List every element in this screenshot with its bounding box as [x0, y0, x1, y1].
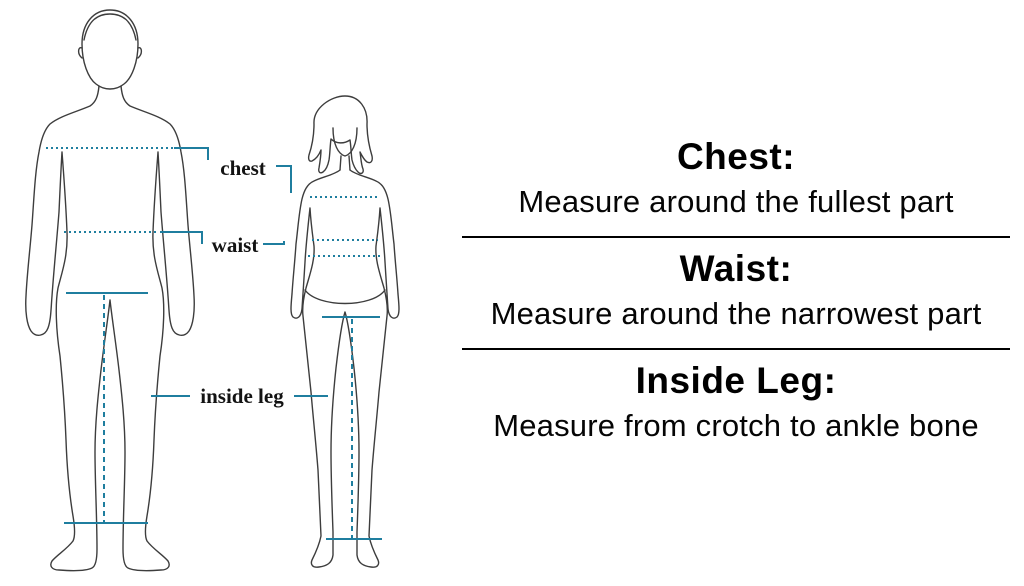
- chest-section-title: Chest:: [676, 136, 796, 177]
- measurement-labels: chest waist inside leg: [200, 156, 284, 408]
- waist-section-title: Waist:: [679, 248, 793, 289]
- male-figure-outline: [25, 9, 195, 572]
- female-figure-outline: [290, 95, 400, 568]
- waist-section-description: Measure around the narrowest part: [490, 296, 982, 331]
- waist-section: Waist: Measure around the narrowest part: [462, 238, 1010, 350]
- inside-leg-section-title: Inside Leg:: [635, 360, 837, 401]
- chest-measure-line: [46, 147, 380, 198]
- inside-leg-measure-line: [64, 292, 382, 540]
- measurement-guide-text: Chest: Measure around the fullest part W…: [460, 0, 1024, 586]
- waist-measure-line: [64, 231, 382, 257]
- measurement-diagram: chest waist inside leg: [0, 0, 460, 586]
- chest-label: chest: [220, 156, 266, 180]
- chest-section-description: Measure around the fullest part: [518, 184, 954, 219]
- measurement-lines: [46, 147, 382, 540]
- inside-leg-section: Inside Leg: Measure from crotch to ankle…: [462, 350, 1010, 460]
- inside-leg-section-description: Measure from crotch to ankle bone: [493, 408, 979, 443]
- inside-leg-label: inside leg: [200, 384, 284, 408]
- chest-section: Chest: Measure around the fullest part: [462, 126, 1010, 238]
- waist-label: waist: [212, 233, 259, 257]
- body-figures: [25, 9, 400, 572]
